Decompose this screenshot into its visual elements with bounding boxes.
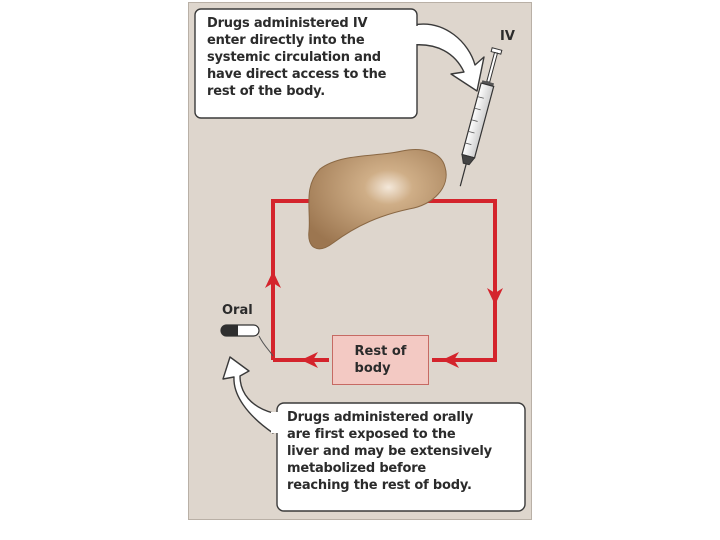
iv-callout-line: have direct access to the [207,67,387,82]
rest-of-body-line: body [354,361,391,376]
rest-of-body-line: Rest of [354,344,407,359]
iv-callout-line: systemic circulation and [207,50,381,65]
oral-callout-text: Drugs administered orally are first expo… [287,409,492,494]
iv-callout-line: enter directly into the [207,33,365,48]
oral-label: Oral [222,303,253,318]
liver-icon [308,149,447,250]
iv-label: IV [500,29,515,44]
oral-callout-line: liver and may be extensively [287,444,492,459]
syringe-icon [459,47,503,187]
flow-arrowheads [265,271,503,368]
iv-callout-text: Drugs administered IV enter directly int… [207,15,386,100]
iv-callout-line: Drugs administered IV [207,16,368,31]
rest-of-body-box: Rest of body [332,335,429,385]
oral-callout-line: are first exposed to the [287,427,456,442]
iv-callout-bubble [194,8,485,119]
oral-callout-line: metabolized before [287,461,427,476]
oral-callout-line: reaching the rest of body. [287,478,472,493]
oral-capsule-icon [220,324,274,357]
figure-panel: Drugs administered IV enter directly int… [188,2,532,520]
iv-callout-line: rest of the body. [207,84,325,99]
oral-callout-line: Drugs administered orally [287,410,474,425]
circulation-diagram [194,8,526,512]
callout-arrow-icon [222,356,526,512]
rest-of-body-label: Rest of body [355,343,407,377]
